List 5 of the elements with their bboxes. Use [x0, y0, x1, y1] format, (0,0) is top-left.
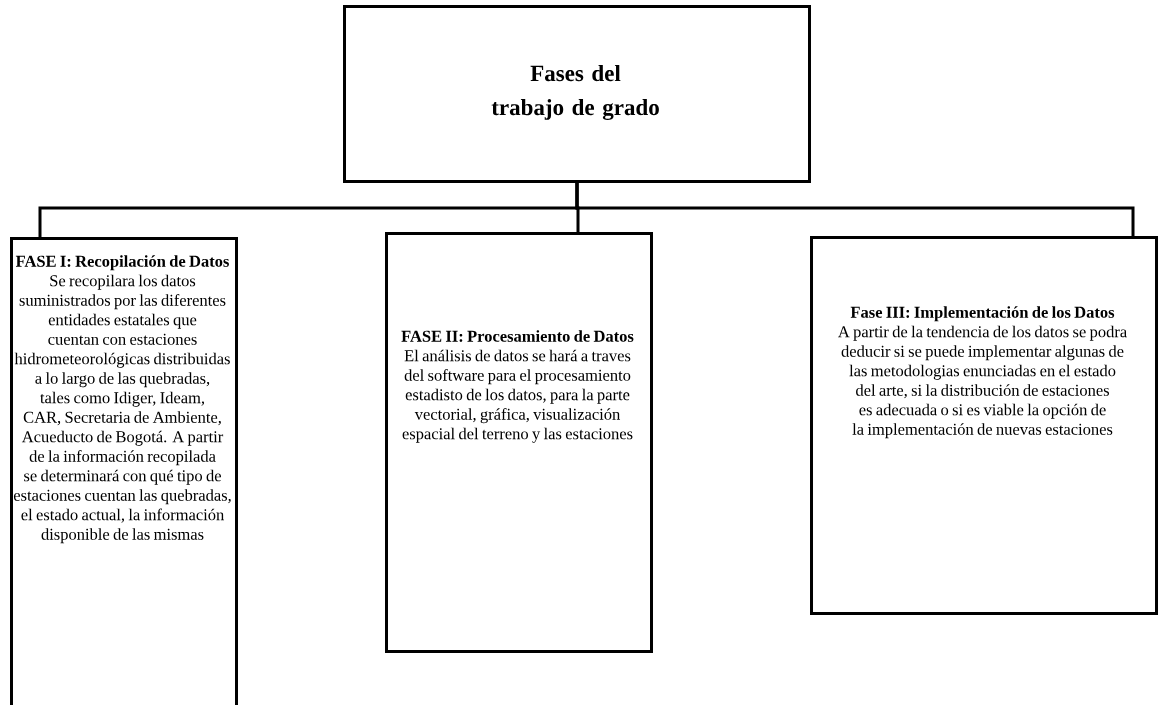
- phase-box: FASE I: Recopilación de Datos Se recopilara los datos suministrados por las diferentes entidades estatales que cuentan con estaciones hidrometeorológicas distribuidas a lo largo de las quebradas, tales como Idiger, Ideam, CAR, Secretaria de Ambiente, Acueducto de Bogotá. A partir de la información recopilada se determinará con qué tipo de estaciones cuentan las quebradas, el estado actual, la información disponible de las mismas: [10, 237, 238, 705]
- phase-box: Fase III: Implementación de los Datos A partir de la tendencia de los datos se podra deducir si se puede implementar algunas de las metodologias enunciadas en el estado del arte, si la distribución de estaciones es adecuada o si es viable la opción de la implementación de nuevas estaciones: [810, 236, 1158, 615]
- title-box: Fases del trabajo de grado: [343, 5, 811, 183]
- phase-box: FASE II: Procesamiento de Datos El análisis de datos se hará a traves del software para el procesamiento estadisto de los datos, para la parte vectorial, gráfica, visualización espacial del terreno y las estaciones: [385, 232, 653, 653]
- connector-line: [575, 183, 1135, 236]
